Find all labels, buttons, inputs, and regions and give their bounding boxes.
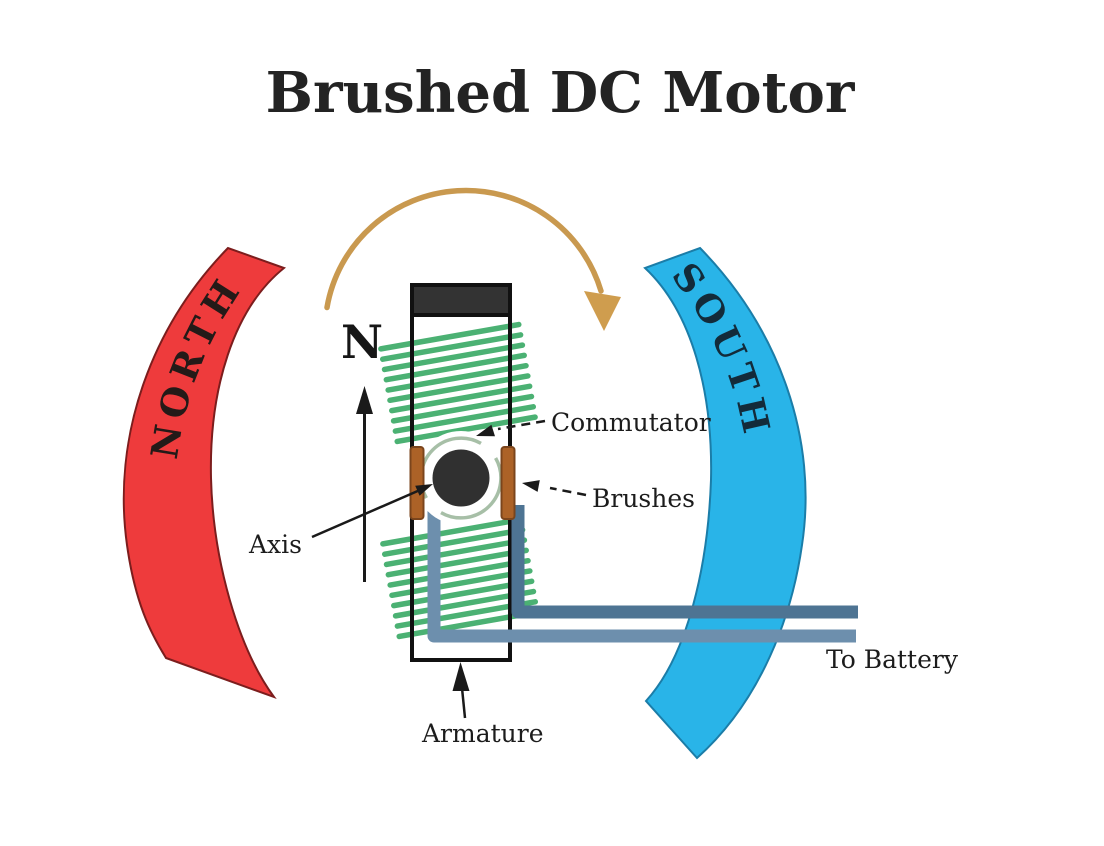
armature-label: Armature [421,719,544,748]
commutator-label: Commutator [551,408,711,437]
axis-label: Axis [248,530,302,559]
coil-winding-upper [378,321,538,445]
wire-lower [427,502,856,643]
page-title: Brushed DC Motor [266,60,856,126]
north-magnet [122,246,287,700]
brush-right [500,446,516,520]
axis-shaft-dot [432,449,490,507]
commutator-callout-arrow [476,419,546,437]
armature-callout-arrow [452,662,470,719]
brush-left [409,446,425,520]
axis-callout-arrow [311,484,433,539]
brushes-callout-arrow [522,480,587,497]
to-battery-label: To Battery [826,645,959,674]
armature-cap [410,283,512,317]
north-direction-arrow-icon [356,386,373,582]
pole-n-label: N [341,315,383,369]
wire-upper [511,505,858,619]
brushes-label: Brushes [592,484,695,513]
rotation-arrow-icon [324,187,621,331]
